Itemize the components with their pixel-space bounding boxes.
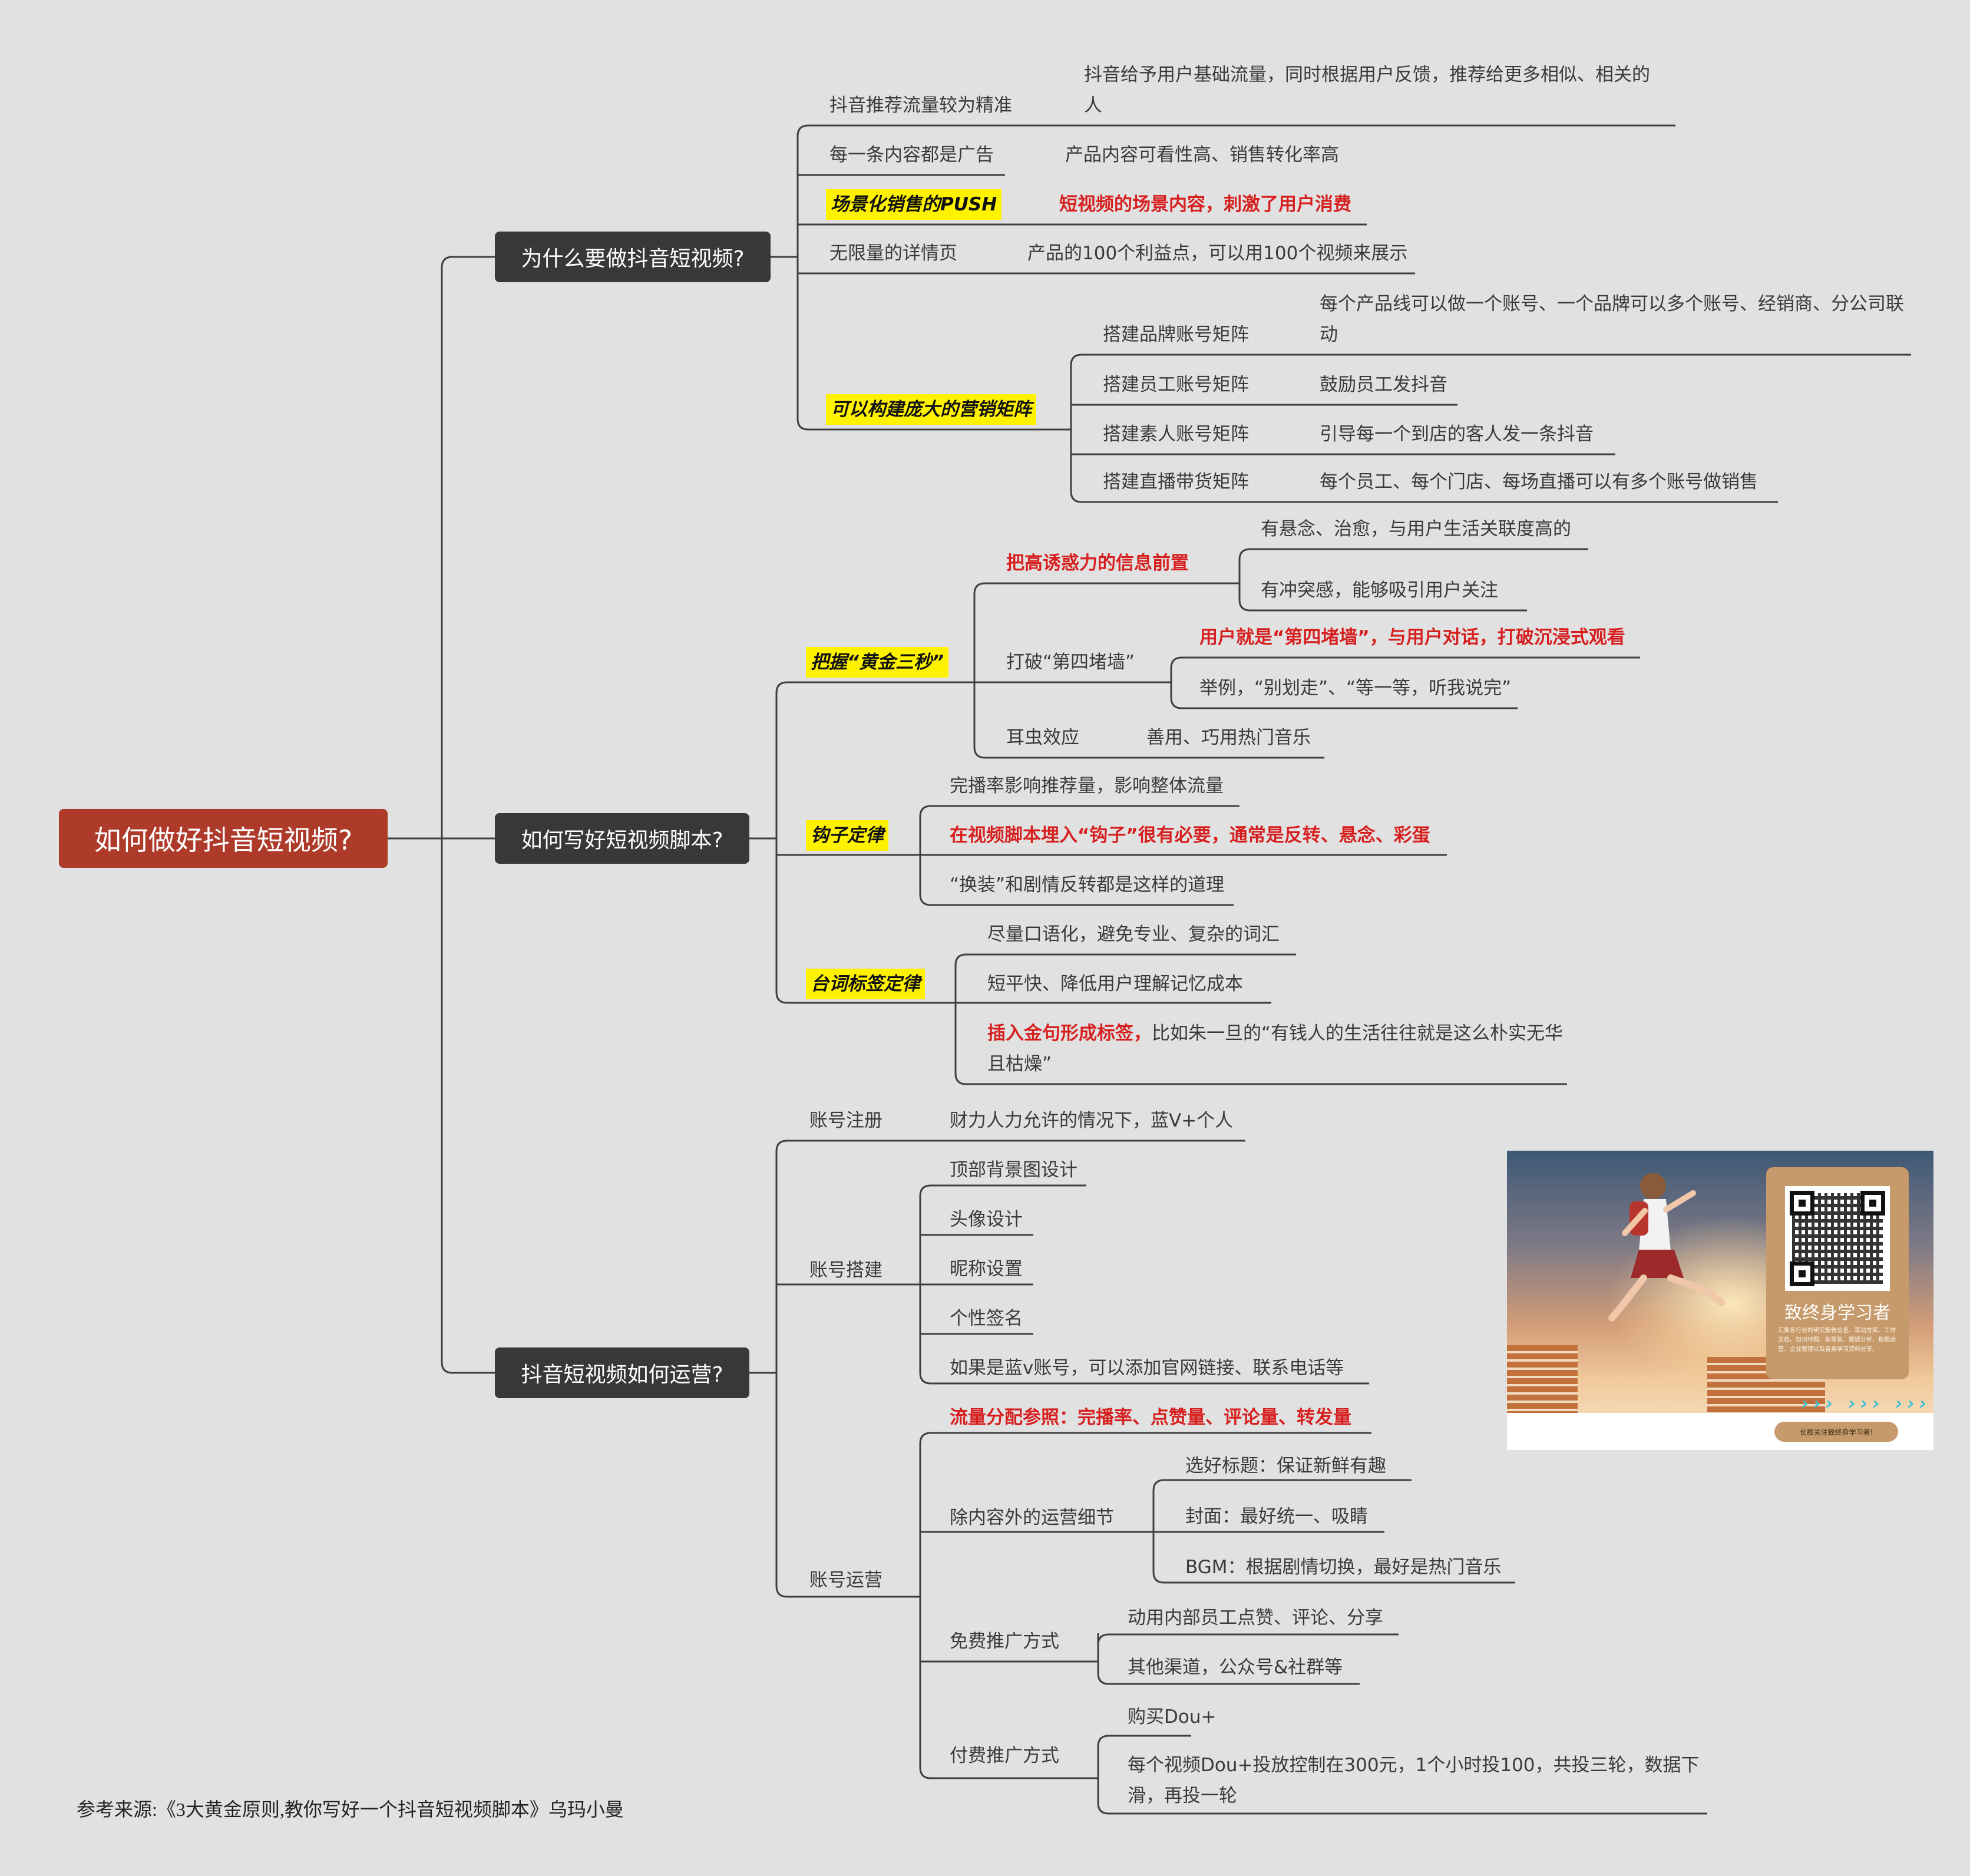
- details-cover: 封面：最好统一、吸睛: [1185, 1506, 1368, 1527]
- promo-arrows-icon: ››› ››› ›››: [1802, 1393, 1932, 1414]
- promo-title: 致终身学习者: [1784, 1303, 1890, 1323]
- ops-build[interactable]: 账号搭建: [809, 1260, 882, 1281]
- promo-description: 汇集各行业的研究报告信息、策划方案、工作文档、知识地图、新零售、数据分析、数据运…: [1778, 1327, 1896, 1353]
- golden-earworm-detail: 善用、巧用热门音乐: [1146, 727, 1311, 748]
- why-detail-page[interactable]: 无限量的详情页: [829, 243, 957, 264]
- operate-details[interactable]: 除内容外的运营细节: [950, 1507, 1114, 1528]
- build-item-bluev: 如果是蓝v账号，可以添加官网链接、联系电话等: [950, 1358, 1344, 1379]
- details-title: 选好标题：保证新鲜有趣: [1185, 1455, 1386, 1477]
- qr-finder-bottom-left: [1790, 1261, 1814, 1286]
- branch-why[interactable]: 为什么要做抖音短视频?: [495, 232, 771, 282]
- tag-item-2: 短平快、降低用户理解记忆成本: [987, 973, 1243, 995]
- script-golden-three-seconds[interactable]: 把握“黄金三秒”: [806, 647, 948, 678]
- hook-item-2: 在视频脚本埋入“钩子”很有必要，通常是反转、悬念、彩蛋: [950, 825, 1430, 846]
- golden-front-load[interactable]: 把高诱惑力的信息前置: [1006, 553, 1189, 574]
- tag-gold-sentence-label: 插入金句形成标签，: [987, 1023, 1152, 1044]
- tag-item-3: 插入金句形成标签，比如朱一旦的“有钱人的生活往往就是这么朴实无华且枯燥”: [987, 1018, 1571, 1079]
- branch-script[interactable]: 如何写好短视频脚本?: [495, 813, 749, 864]
- operate-flow-reference: 流量分配参照：完播率、点赞量、评论量、转发量: [950, 1407, 1351, 1428]
- script-tag-rule[interactable]: 台词标签定律: [806, 969, 925, 999]
- qr-code[interactable]: [1785, 1186, 1890, 1291]
- free-item-1: 动用内部员工点赞、评论、分享: [1128, 1607, 1383, 1629]
- qr-finder-top-right: [1860, 1191, 1885, 1216]
- promo-banner[interactable]: 致终身学习者 汇集各行业的研究报告信息、策划方案、工作文档、知识地图、新零售、数…: [1507, 1151, 1933, 1450]
- qr-finder-top-left: [1790, 1191, 1814, 1216]
- ops-operate[interactable]: 账号运营: [809, 1570, 882, 1591]
- branch-ops[interactable]: 抖音短视频如何运营?: [495, 1347, 749, 1398]
- root-topic[interactable]: 如何做好抖音短视频?: [59, 809, 388, 868]
- build-item-avatar: 头像设计: [950, 1209, 1023, 1230]
- golden-fourth-wall[interactable]: 打破“第四堵墙”: [1006, 652, 1135, 673]
- matrix-amateur[interactable]: 搭建素人账号矩阵: [1103, 424, 1249, 445]
- why-scene-push[interactable]: 场景化销售的PUSH: [826, 189, 1002, 220]
- book-stack-left: [1507, 1345, 1578, 1413]
- tag-gold-sentence-example: 比如朱一旦的“有钱人的生活往往就是这么朴实无华且枯燥”: [987, 1023, 1564, 1075]
- details-bgm: BGM：根据剧情切换，最好是热门音乐: [1185, 1557, 1502, 1578]
- matrix-staff-detail: 鼓励员工发抖音: [1320, 374, 1447, 395]
- operate-paid-promo[interactable]: 付费推广方式: [950, 1745, 1059, 1766]
- build-item-signature: 个性签名: [950, 1308, 1023, 1329]
- matrix-staff[interactable]: 搭建员工账号矩阵: [1103, 374, 1249, 395]
- paid-item-2: 每个视频Dou+投放控制在300元，1个小时投100，共投三轮，数据下滑，再投一…: [1128, 1755, 1700, 1806]
- promo-follow-button[interactable]: 长按关注致终身学习者!: [1774, 1422, 1898, 1442]
- build-item-nickname: 昵称设置: [950, 1259, 1023, 1280]
- why-every-ad-detail: 产品内容可看性高、销售转化率高: [1065, 144, 1339, 166]
- build-item-banner: 顶部背景图设计: [950, 1160, 1077, 1181]
- matrix-brand-detail: 每个产品线可以做一个账号、一个品牌可以多个账号、经销商、分公司联动: [1320, 293, 1904, 345]
- golden-front-item-2: 有冲突感，能够吸引用户关注: [1261, 580, 1498, 601]
- why-precise-traffic[interactable]: 抖音推荐流量较为精准: [829, 95, 1012, 116]
- golden-earworm[interactable]: 耳虫效应: [1006, 727, 1079, 748]
- matrix-amateur-detail: 引导每一个到店的客人发一条抖音: [1320, 424, 1594, 445]
- why-every-ad[interactable]: 每一条内容都是广告: [829, 144, 994, 166]
- hook-item-3: “换装”和剧情反转都是这样的道理: [950, 874, 1225, 896]
- qr-card[interactable]: 致终身学习者 汇集各行业的研究报告信息、策划方案、工作文档、知识地图、新零售、数…: [1766, 1167, 1909, 1379]
- paid-item-1: 购买Dou+: [1128, 1706, 1217, 1728]
- why-precise-traffic-detail: 抖音给予用户基础流量，同时根据用户反馈，推荐给更多相似、相关的人: [1084, 64, 1650, 116]
- matrix-live[interactable]: 搭建直播带货矩阵: [1103, 471, 1249, 493]
- fourth-wall-item-1: 用户就是“第四堵墙”，与用户对话，打破沉浸式观看: [1199, 627, 1625, 648]
- tag-item-1: 尽量口语化，避免专业、复杂的词汇: [987, 924, 1280, 945]
- why-scene-push-detail: 短视频的场景内容，刺激了用户消费: [1059, 194, 1351, 215]
- ops-register[interactable]: 账号注册: [809, 1110, 882, 1131]
- free-item-2: 其他渠道，公众号&社群等: [1128, 1657, 1343, 1678]
- script-hook-rule[interactable]: 钩子定律: [806, 820, 888, 851]
- matrix-brand[interactable]: 搭建品牌账号矩阵: [1103, 324, 1249, 345]
- hook-item-1: 完播率影响推荐量，影响整体流量: [950, 775, 1224, 797]
- operate-free-promo[interactable]: 免费推广方式: [950, 1631, 1059, 1652]
- reference-source: 参考来源:《3大黄金原则,教你写好一个抖音短视频脚本》乌玛小曼: [77, 1799, 624, 1820]
- ops-register-detail: 财力人力允许的情况下，蓝V+个人: [950, 1110, 1234, 1131]
- why-detail-page-detail: 产品的100个利益点，可以用100个视频来展示: [1027, 243, 1408, 264]
- golden-front-item-1: 有悬念、治愈，与用户生活关联度高的: [1261, 518, 1571, 540]
- fourth-wall-item-2: 举例，“别划走”、“等一等，听我说完”: [1199, 678, 1512, 699]
- why-matrix[interactable]: 可以构建庞大的营销矩阵: [826, 394, 1036, 425]
- jumping-girl-illustration: [1608, 1173, 1725, 1322]
- matrix-live-detail: 每个员工、每个门店、每场直播可以有多个账号做销售: [1320, 471, 1758, 493]
